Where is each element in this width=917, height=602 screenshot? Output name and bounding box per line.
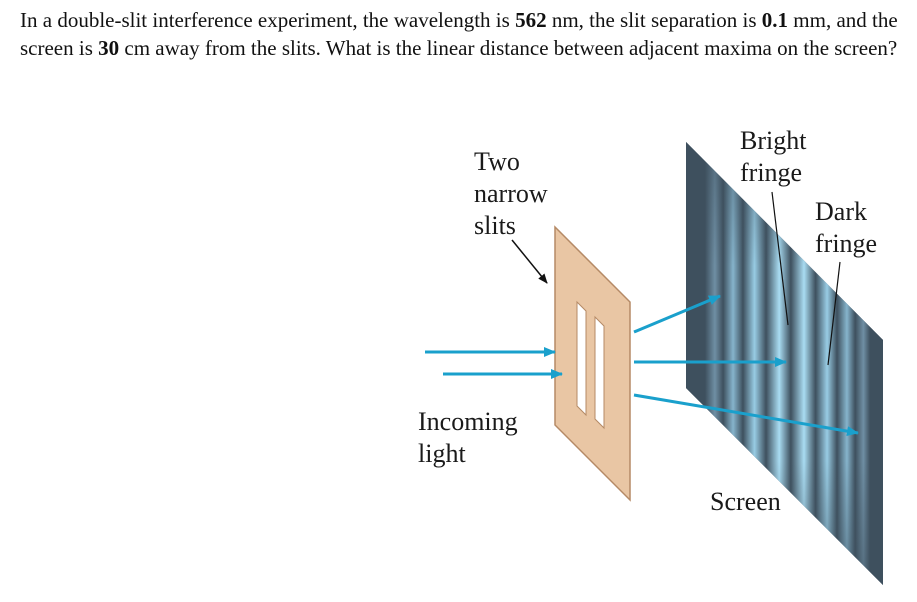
slits-label-line: slits <box>474 211 516 240</box>
screen-label: Screen <box>710 487 781 516</box>
slit-plate <box>554 225 631 502</box>
question-text: In a double-slit interference experiment… <box>20 8 898 60</box>
bright-fringe-label-line: fringe <box>740 158 802 187</box>
incoming-light-label-line: light <box>418 439 466 468</box>
slits-label-line: Two <box>474 147 520 176</box>
slits-label: Two narrow slits <box>474 147 554 240</box>
dark-fringe-pointer <box>827 261 841 366</box>
incoming-light-label-line: Incoming <box>418 407 518 436</box>
bright-fringe-label-line: Bright <box>740 126 807 155</box>
dark-fringe-label-line: fringe <box>815 229 877 258</box>
bright-fringe-label: Bright fringe <box>740 126 813 187</box>
slits-label-line: narrow <box>474 179 548 208</box>
bright-fringe-pointer <box>771 191 789 326</box>
dark-fringe-label-line: Dark <box>815 197 867 226</box>
slit-separation-value: 0.1 <box>761 8 789 32</box>
slits-pointer-arrow <box>511 239 548 284</box>
diffracted-light-arrow <box>633 393 859 437</box>
slit-2 <box>594 315 605 430</box>
slit-1 <box>576 300 587 417</box>
screen-distance-value: 30 <box>98 36 120 60</box>
diffracted-light-arrow <box>633 294 721 334</box>
wavelength-value: 562 <box>515 8 547 32</box>
dark-fringe-label: Dark fringe <box>815 197 877 258</box>
incoming-light-label: Incoming light <box>418 407 524 468</box>
